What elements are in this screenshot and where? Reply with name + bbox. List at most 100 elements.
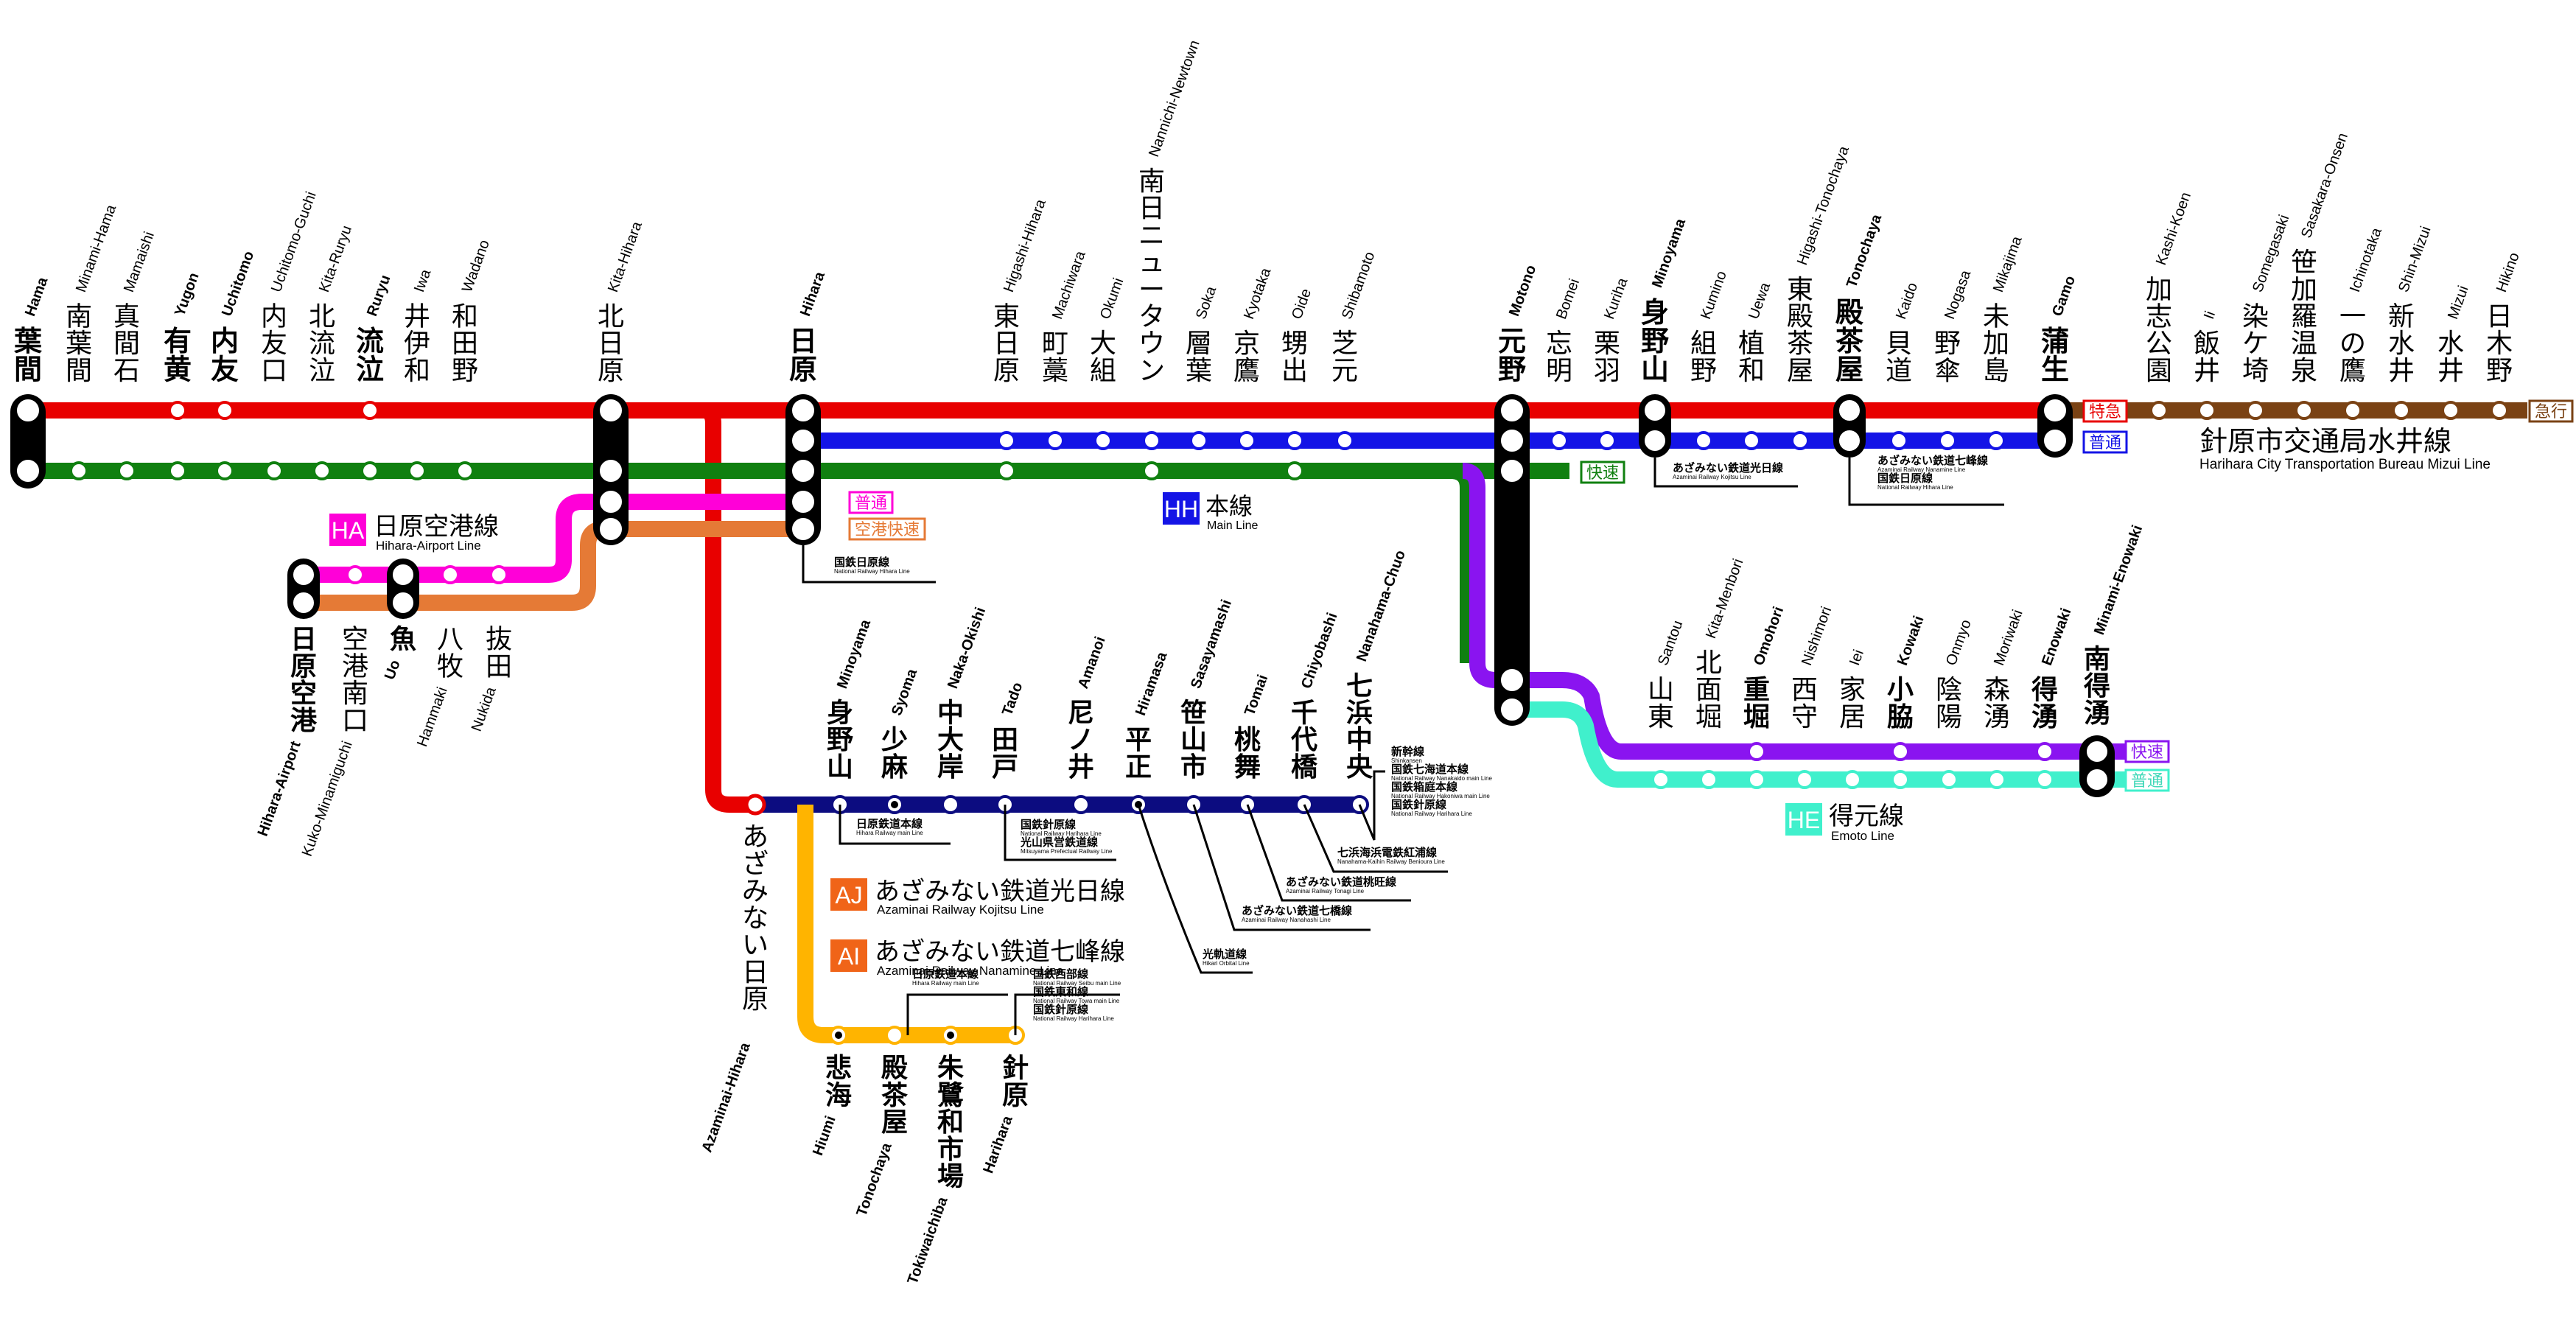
callout-line	[802, 545, 936, 584]
dot	[168, 461, 187, 480]
line-badges: HH 本線 Main Line HA 日原空港線 Hihara-Airport …	[329, 425, 2491, 978]
transfer-tomai-jp: あざみない鉄道桃旺線	[1286, 875, 1396, 889]
station-name-en-omohori: Omohori	[1751, 604, 1787, 668]
transfer-nanahama-en: Shinkansen	[1391, 757, 1422, 764]
station-name-tomai: 桃舞	[1234, 725, 1261, 782]
dot	[69, 461, 88, 480]
tag-box	[1580, 461, 1625, 484]
station-name-kuriha: 栗羽	[1594, 329, 1620, 386]
dot	[600, 491, 622, 513]
station-name-en-kita-hihara: Kita-Hihara	[605, 219, 645, 294]
transfer-tado-jp: 光山県営鉄道線	[1020, 836, 1098, 849]
tag-box	[2124, 740, 2170, 763]
transfer-hihara-en: National Railway Hihara Line	[834, 568, 910, 575]
station-name-soka: 層葉	[1186, 329, 1212, 386]
service-tags: 特急 普通 快速 急行 普通 空港快速 快速 普通	[848, 399, 2574, 792]
station-name-en-santou: Santou	[1655, 618, 1686, 668]
dot	[2044, 430, 2066, 452]
station-name-en-minami-enowaki: Minami-Enowaki	[2091, 523, 2146, 637]
dot	[1645, 430, 1665, 451]
station-name-okumi: 大組	[1090, 329, 1116, 386]
dot	[885, 1026, 904, 1045]
tag-box	[2082, 430, 2128, 454]
route-lines	[28, 402, 2527, 1043]
station-name-en-iei: Iei	[1847, 648, 1867, 668]
nanamine-line-badge	[830, 939, 867, 972]
station-name-ii: 飯井	[2194, 329, 2220, 386]
red-branch-line	[703, 402, 755, 813]
station-name-sasakara-onsen: 笹加羅温泉	[2291, 248, 2317, 386]
transfer-nanahama-en: National Railway Harihara Line	[1391, 810, 1472, 817]
station-name-higashi-tonochaya: 東殿茶屋	[1787, 275, 1813, 386]
dot	[455, 461, 475, 480]
dot	[441, 565, 460, 584]
station-name-en-uo: Uo	[382, 658, 404, 682]
dot	[1839, 430, 1860, 451]
emoto-line-name-en: Emoto Line	[1831, 829, 1894, 843]
station-name-en-nanahama-chuo: Nanahama-Chuo	[1354, 548, 1409, 664]
station-name-minami-enowaki: 南得湧	[2084, 645, 2110, 729]
station-name-en-motono: Motono	[1506, 263, 1539, 318]
station-name-somegasaki: 染ケ埼	[2242, 302, 2269, 386]
dot	[1843, 770, 1862, 789]
station-name-motono: 元野	[1498, 325, 1526, 386]
transfer-nanahama-jp: 新幹線	[1391, 745, 1424, 758]
dot	[1142, 431, 1161, 450]
station-name-en-hama: Hama	[22, 275, 52, 319]
station-name-oide: 甥出	[1281, 329, 1308, 386]
station-name-kita-menbori: 北面堀	[1695, 648, 1722, 732]
station-name-tokiwaichiba: 朱鷺和市場	[937, 1054, 965, 1192]
station-name-bomei: 忘明	[1546, 329, 1572, 386]
dot	[407, 461, 427, 480]
dot	[1645, 400, 1665, 421]
station-name-en-machiwara: Machiwara	[1049, 248, 1089, 321]
station-name-en-kita-menbori: Kita-Menbori	[1703, 556, 1746, 640]
station-name-en-uchitomo: Uchitomo	[219, 249, 257, 318]
station-name-en-onmyo: Onmyo	[1943, 617, 1975, 668]
station-name-en-nukida: Nukida	[469, 684, 500, 734]
station-name-kashi-koen: 加志公園	[2146, 275, 2172, 386]
station-name-hammaki: 八牧	[437, 625, 463, 682]
dot	[1237, 431, 1256, 450]
station-name-en-sasakara-onsen: Sasakara-Onsen	[2298, 131, 2351, 241]
station-name-tonochaya: 殿茶屋	[881, 1054, 909, 1138]
station-name-en-bomei: Bomei	[1553, 276, 1583, 321]
tag-box	[848, 491, 894, 514]
station-name-amanoi: 尼ノ井	[1068, 698, 1094, 782]
station-name-en-ruryu: Ruryu	[364, 273, 393, 318]
station-name-gamo: 蒲生	[2041, 325, 2069, 386]
callout-line	[839, 805, 951, 845]
dot	[1795, 770, 1814, 789]
callout-line	[1653, 458, 1798, 488]
dot	[1285, 461, 1304, 480]
station-name-en-sasayamashi: Sasayamashi	[1188, 598, 1235, 691]
station-name-ichinotaka: 一の鷹	[2339, 302, 2366, 386]
airport-line-badge	[329, 514, 366, 546]
station-name-en-hammaki: Hammaki	[414, 685, 451, 749]
callout-line	[1014, 993, 1120, 1035]
transfer-nanahama-en: National Railway Nanakaido main Line	[1391, 775, 1493, 782]
dot	[393, 592, 413, 613]
station-name-kyotaka: 京鷹	[1233, 329, 1260, 386]
dot	[941, 795, 960, 814]
dot	[293, 564, 314, 585]
dot	[360, 461, 379, 480]
dot	[2044, 399, 2066, 421]
station-name-enowaki: 得湧	[2031, 675, 2058, 732]
main-line-badge	[1163, 492, 1200, 525]
emoto-line	[1512, 701, 2126, 788]
station-name-en-mikajima: Mikajima	[1990, 234, 2026, 294]
station-dots	[17, 399, 2509, 1045]
station-name-en-tomai: Tomai	[1242, 673, 1271, 718]
dot	[2246, 401, 2265, 420]
dot	[947, 1032, 954, 1039]
station-name-en-kita-ruryu: Kita-Ruryu	[316, 223, 355, 294]
transfer-tado-jp: 国鉄針原線	[1021, 818, 1076, 831]
tag-airport-rapid: 空港快速	[855, 521, 920, 539]
station-name-uchitomo-guchi: 内友口	[261, 302, 287, 386]
dot	[1699, 770, 1718, 789]
station-name-naka-okishi: 中大岸	[937, 698, 964, 782]
station-name-en-uchitomo-guchi: Uchitomo-Guchi	[268, 189, 320, 294]
dot	[1501, 399, 1523, 421]
